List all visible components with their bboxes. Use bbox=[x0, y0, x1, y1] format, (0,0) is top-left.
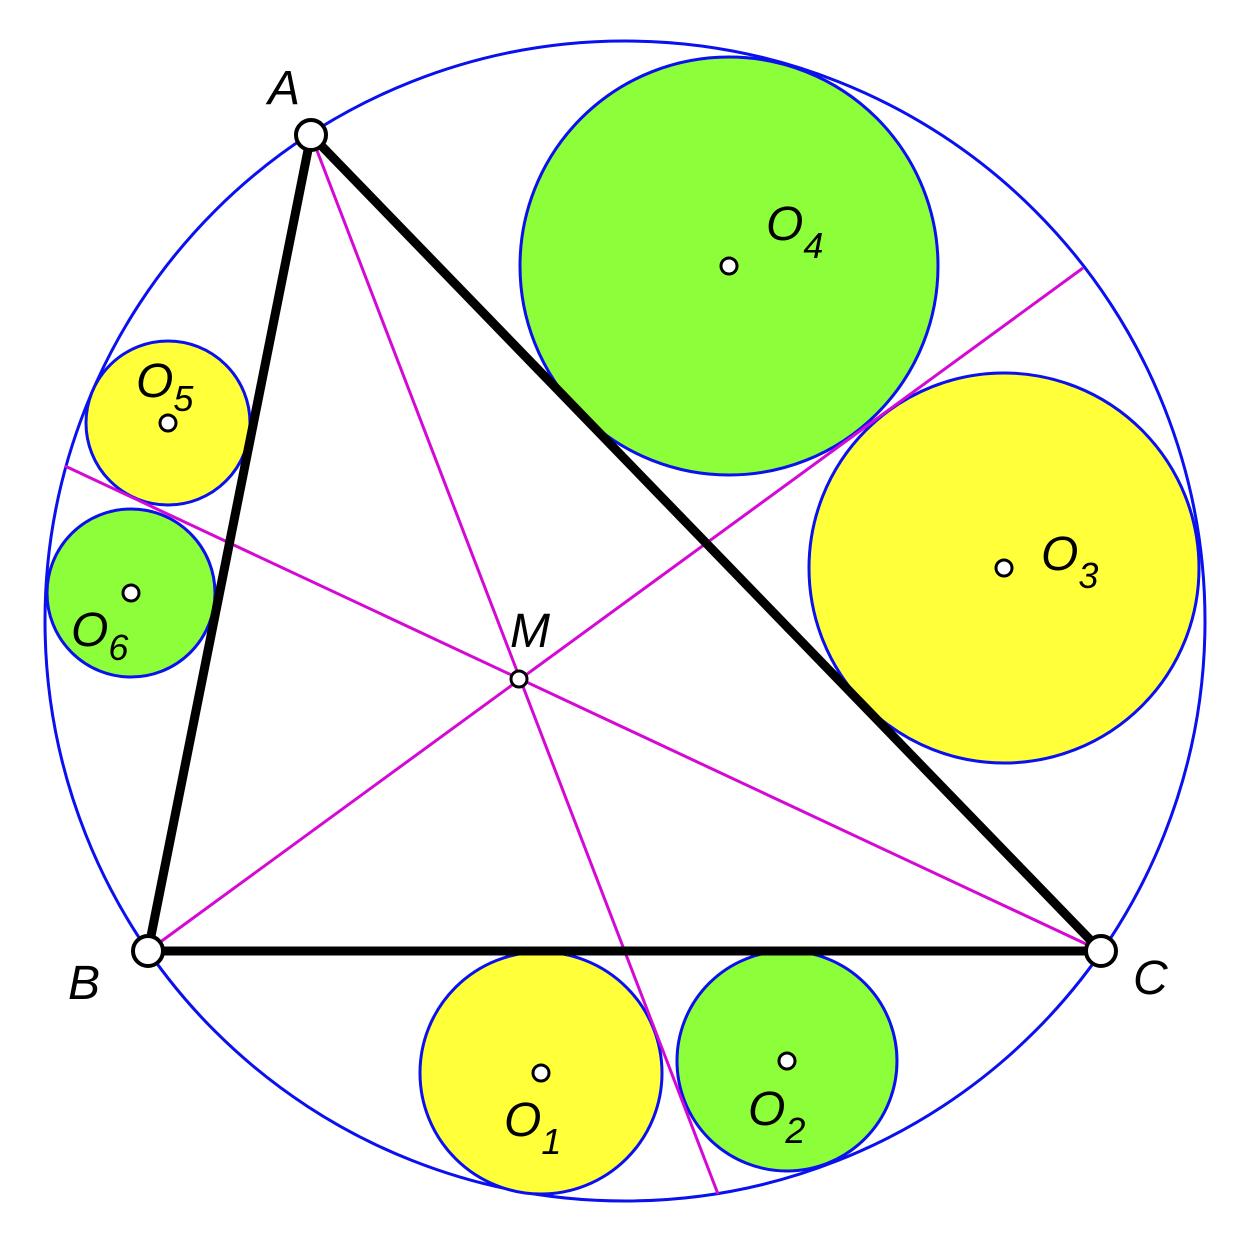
label-o2: O2 bbox=[748, 1083, 805, 1151]
label-o6: O6 bbox=[71, 604, 129, 668]
center-o4 bbox=[719, 256, 739, 276]
label-o4-sub: 4 bbox=[803, 225, 823, 266]
label-o1-sub: 1 bbox=[541, 1121, 561, 1162]
vertex-b bbox=[131, 934, 165, 968]
label-o5: O5 bbox=[136, 355, 194, 419]
label-o4-base: O bbox=[766, 198, 803, 251]
vertex-a bbox=[294, 118, 328, 152]
label-o2-sub: 2 bbox=[784, 1110, 805, 1151]
label-m: M bbox=[510, 605, 550, 658]
center-o2 bbox=[777, 1051, 797, 1071]
label-o3-base: O bbox=[1041, 528, 1078, 581]
label-o1: O1 bbox=[504, 1094, 561, 1162]
vertex-c bbox=[1084, 934, 1118, 968]
point-m bbox=[509, 669, 529, 689]
line-a-m bbox=[309, 134, 720, 1195]
line-c-m bbox=[64, 464, 1102, 953]
label-o6-base: O bbox=[71, 604, 108, 657]
label-o3-sub: 3 bbox=[1078, 555, 1098, 596]
circumcircle bbox=[43, 39, 1207, 1203]
center-o5 bbox=[158, 413, 178, 433]
center-o6 bbox=[121, 583, 141, 603]
triangle-abc bbox=[143, 130, 1106, 956]
label-o6-sub: 6 bbox=[108, 627, 129, 668]
label-o4: O4 bbox=[766, 198, 823, 266]
line-b-m bbox=[147, 266, 1084, 953]
center-o1 bbox=[531, 1063, 551, 1083]
label-o3: O3 bbox=[1041, 528, 1098, 596]
label-a: A bbox=[265, 62, 300, 115]
label-o5-sub: 5 bbox=[173, 378, 194, 419]
label-o1-base: O bbox=[504, 1094, 541, 1147]
center-o3 bbox=[994, 558, 1014, 578]
label-b: B bbox=[68, 957, 100, 1010]
label-o2-base: O bbox=[748, 1083, 785, 1136]
label-c: C bbox=[1133, 952, 1168, 1005]
label-o5-base: O bbox=[136, 355, 173, 408]
